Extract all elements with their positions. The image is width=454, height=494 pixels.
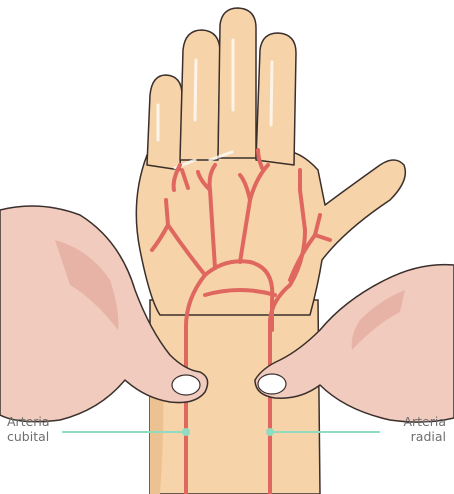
radial-artery-label: Arteria radial <box>403 414 446 444</box>
middle-finger <box>218 8 256 158</box>
ulnar-label-line1: Arteria <box>7 414 50 429</box>
ulnar-label-line2: cubital <box>7 429 50 444</box>
index-finger <box>256 33 296 165</box>
pinky-finger <box>147 75 182 170</box>
ulnar-artery-label: Arteria cubital <box>7 414 50 444</box>
left-thumb-nail <box>172 375 200 395</box>
radial-label-line2: radial <box>403 429 446 444</box>
right-thumb-nail <box>258 374 286 394</box>
ring-finger <box>180 30 220 160</box>
radial-label-line1: Arteria <box>403 414 446 429</box>
